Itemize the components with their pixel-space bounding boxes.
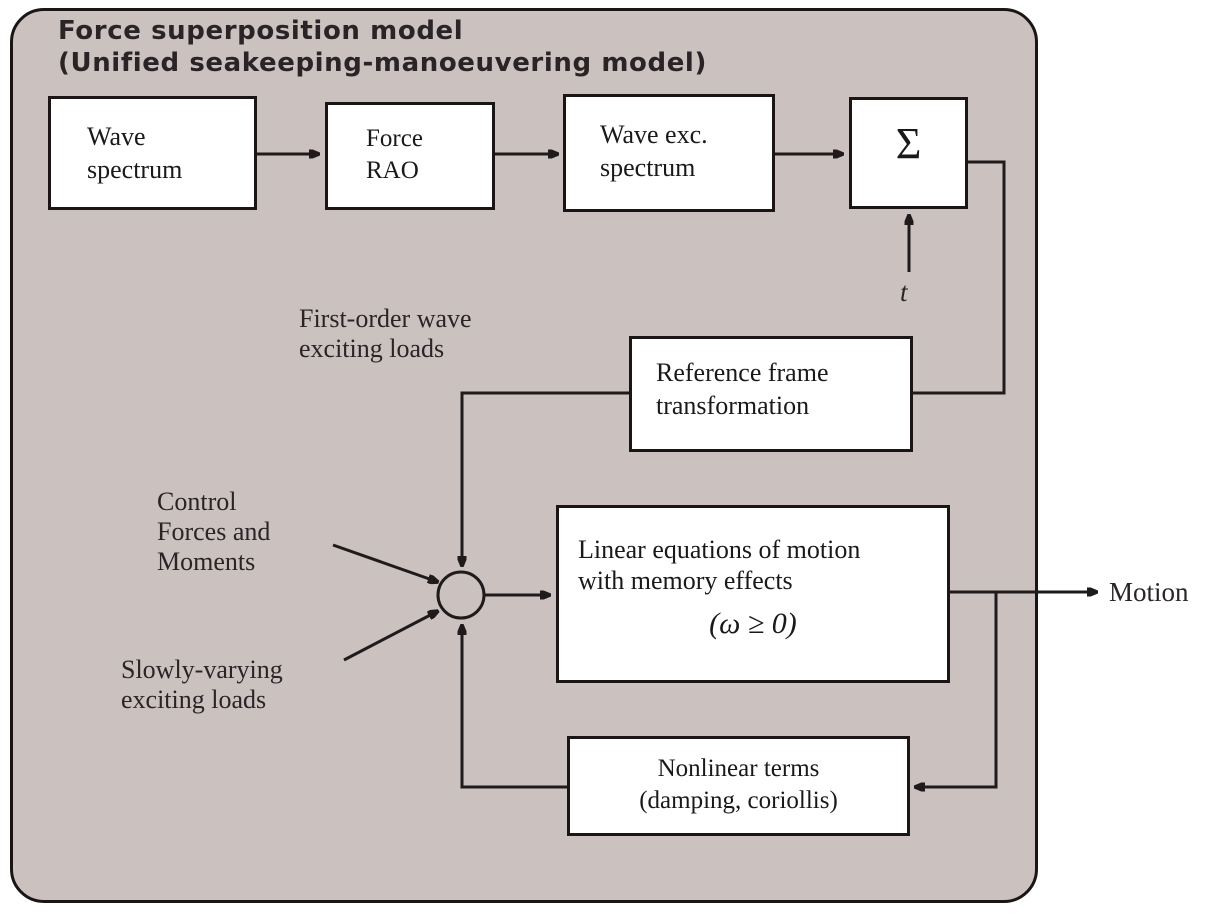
page-title: Force superposition model (Unified seake… [58, 16, 707, 78]
label-slowly-varying-exciting-loads: Slowly-varying exciting loads [121, 655, 283, 715]
box-linear-equations-line2: with memory effects [578, 566, 793, 595]
box-force-rao[interactable]: Force RAO [325, 102, 495, 210]
label-time-input: t [900, 277, 908, 307]
box-wave-spectrum-label: Wave spectrum [87, 122, 183, 184]
box-linear-equations-line1: Linear equations of motion [578, 535, 861, 564]
box-wave-exc-spectrum-label: Wave exc. spectrum [600, 120, 708, 182]
box-summation[interactable]: Σ [849, 97, 968, 209]
label-first-order-wave-exciting-loads: First-order wave exciting loads [299, 304, 472, 364]
box-summation-label: Σ [895, 119, 922, 168]
label-control-forces-and-moments: Control Forces and Moments [157, 487, 271, 577]
box-linear-equations-condition: (ω ≥ 0) [709, 607, 797, 640]
box-reference-frame-label: Reference frame transformation [656, 358, 829, 420]
box-wave-exc-spectrum[interactable]: Wave exc. spectrum [563, 94, 775, 212]
box-nonlinear-terms-label: Nonlinear terms (damping, coriollis) [639, 755, 838, 814]
box-force-rao-label: Force RAO [366, 125, 423, 184]
box-nonlinear-terms[interactable]: Nonlinear terms (damping, coriollis) [567, 736, 910, 836]
box-wave-spectrum[interactable]: Wave spectrum [48, 96, 257, 210]
box-linear-equations[interactable]: Linear equations of motion with memory e… [556, 505, 950, 683]
label-motion-output: Motion [1109, 577, 1189, 607]
box-reference-frame[interactable]: Reference frame transformation [629, 336, 913, 452]
